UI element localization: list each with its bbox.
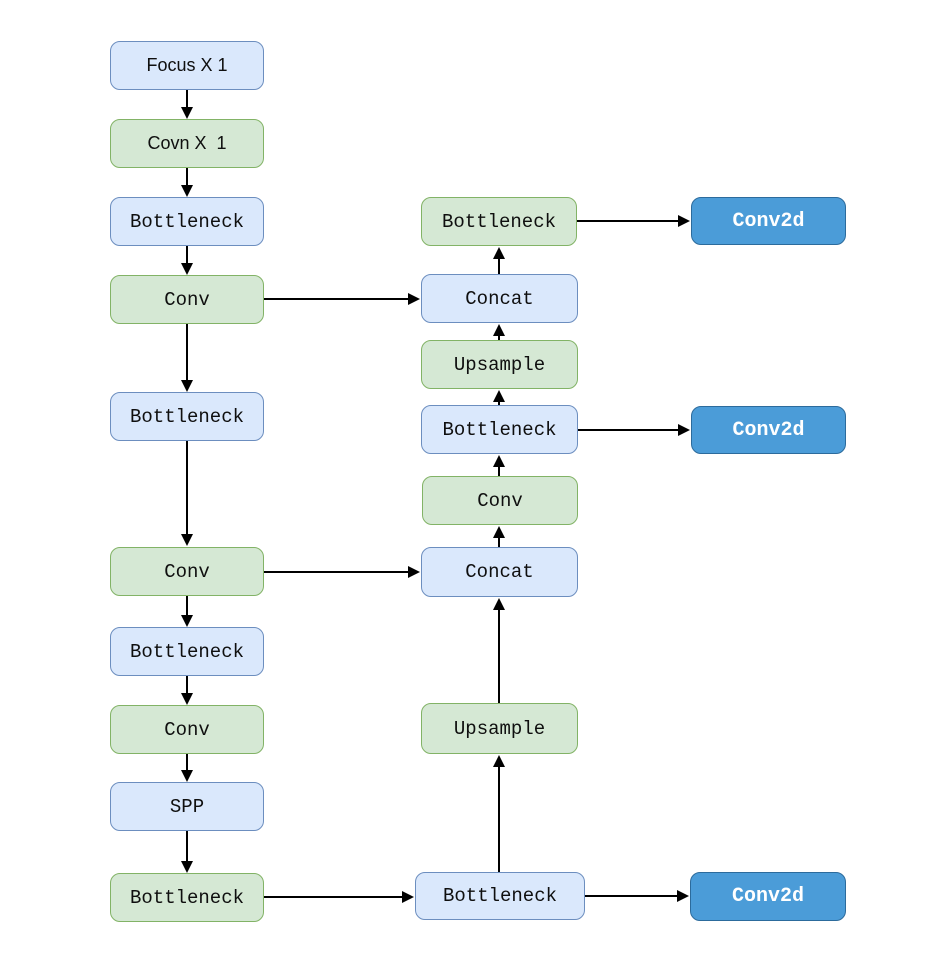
node-covn: Covn X 1 [110, 119, 264, 168]
node-bottleneck-head-mid: Bottleneck [421, 405, 578, 454]
node-label: Bottleneck [442, 418, 557, 441]
node-label: Bottleneck [441, 210, 557, 233]
node-label: Conv [164, 560, 210, 583]
node-focus-label: Focus X 1 [146, 55, 228, 75]
node-conv-backbone-3: Conv [110, 705, 264, 754]
node-upsample-bottom: Upsample [421, 703, 578, 754]
node-conv-head: Conv [422, 476, 578, 525]
node-label: SPP [169, 795, 205, 818]
node-bottleneck-head-bottom: Bottleneck [415, 872, 585, 920]
node-bottleneck-backbone-2: Bottleneck [110, 392, 264, 441]
node-conv2d-bottom: Conv2d [690, 872, 846, 921]
node-label: Concat [465, 561, 534, 583]
node-conv-backbone-1: Conv [110, 275, 264, 324]
node-label: Conv [477, 489, 523, 512]
node-bottleneck-backbone-1: Bottleneck [110, 197, 264, 246]
node-label: Upsample [453, 717, 546, 740]
node-concat-top: Concat [421, 274, 578, 323]
node-bottleneck-head-top: Bottleneck [421, 197, 577, 246]
node-label: Concat [465, 287, 534, 310]
node-conv2d-mid: Conv2d [691, 406, 846, 454]
node-focus: Focus X 1 [110, 41, 264, 90]
node-spp: SPP [110, 782, 264, 831]
node-label: Conv [164, 718, 210, 741]
node-bottleneck-backbone-4: Bottleneck [110, 873, 264, 922]
node-covn-label: Covn X 1 [147, 133, 227, 153]
node-concat-mid: Concat [421, 547, 578, 597]
node-upsample-top: Upsample [421, 340, 578, 389]
node-label: Conv2d [731, 885, 804, 908]
node-label: Bottleneck [442, 885, 558, 907]
node-conv2d-top: Conv2d [691, 197, 846, 245]
node-label: Bottleneck [129, 405, 245, 428]
node-label: Conv2d [732, 209, 805, 233]
node-label: Bottleneck [129, 210, 245, 233]
node-label: Conv [164, 288, 210, 311]
node-conv-backbone-2: Conv [110, 547, 264, 596]
node-bottleneck-backbone-3: Bottleneck [110, 627, 264, 676]
node-label: Upsample [453, 353, 546, 376]
node-label: Bottleneck [129, 640, 245, 663]
node-label: Conv2d [732, 418, 805, 442]
node-label: Bottleneck [129, 886, 245, 909]
